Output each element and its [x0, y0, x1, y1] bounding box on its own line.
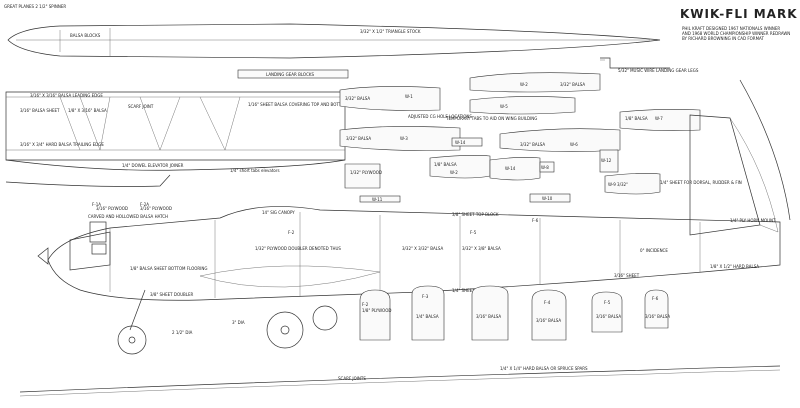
former-f3-mat: 1/4" BALSA [416, 314, 439, 319]
sheet-doubler-label: 3/8" SHEET DOUBLER [150, 292, 194, 297]
plan-title: KWIK-FLI MARK III [680, 7, 800, 21]
engine-nose [37, 221, 107, 265]
scarf-joints-label: SCARF JOINTS [338, 376, 366, 381]
sheet-covering-label: 1/16" SHEET BALSA COVERING TOP AND BOTTO… [248, 102, 348, 107]
former-f6-mat: 3/16" BALSA [596, 314, 621, 319]
rib-w10-label: W-10 [542, 196, 553, 201]
incidence-label: 0° INCIDENCE [640, 248, 668, 253]
rib-w3-label: W-3 [400, 136, 408, 141]
rib-w7-label: W-7 [655, 116, 663, 121]
rib-w9-label: W-9 3/32" [608, 182, 628, 187]
sheet-316-label: 3/16" SHEET [614, 273, 640, 278]
f5-label: F-5 [470, 230, 477, 235]
f1a-ply-label: 3/16" PLYWOOD [96, 206, 128, 211]
former-f4-label: F-4 [544, 300, 551, 305]
scarf-joint-label: SCARF JOINT [128, 104, 154, 109]
rib-w8-material: 1/8" BALSA [434, 162, 457, 167]
rib-w6-material: 3/32" BALSA [520, 142, 545, 147]
spar-label: 1/4" X 1/4" HARD BALSA OR SPRUCE SPARS [500, 366, 588, 371]
leading-edge-label: 3/16" X 3/16" BALSA LEADING EDGE [30, 93, 103, 98]
music-wire-label: 5/32" MUSIC WIRE LANDING GEAR LEGS [618, 68, 699, 73]
rib-w2-material: 3/32" BALSA [560, 82, 585, 87]
rib-w1-material: 3/32" BALSA [345, 96, 370, 101]
former-f4-mat: 3/16" BALSA [476, 314, 501, 319]
sheet-top-block-label: 3/8" SHEET TOP BLOCK [452, 212, 499, 217]
dia-3-label: 3" DIA [232, 320, 245, 325]
hard-balsa-tail-label: 1/8" X 1/2" HARD BALSA [710, 264, 759, 269]
former-f5-label: F-5 [604, 300, 611, 305]
rib-w7-material: 1/8" BALSA [625, 116, 648, 121]
sheet-14-label: 1/4" SHEET [452, 288, 475, 293]
f2a-label: F-2A [140, 202, 149, 207]
title-line-3: BY RICHARD BROWNING IN CAD FORMAT [682, 36, 764, 41]
title-line-2: AND 1968 WORLD CHAMPIONSHIP WINNER REDRA… [682, 31, 790, 36]
short-tabs-label: 1/4" short tabs elevators [230, 168, 280, 173]
balsa-sheet-316-label: 3/16" BALSA SHEET [20, 108, 60, 113]
balsa-18x316-label: 1/8" X 3/16" BALSA [68, 108, 107, 113]
canopy-label: 14" SIG CANOPY [262, 210, 295, 215]
ply-132-label: 1/32" PLYWOOD [350, 170, 382, 175]
title-line-1: PHIL KRAFT DESIGNED 1967 NATIONALS WINNE… [682, 26, 780, 31]
balsa-blocks-label: BALSA BLOCKS [70, 33, 101, 38]
rib-w12-label: W-12 [601, 158, 612, 163]
fuselage-side-view: F-1A 3/16" PLYWOOD F-2A 3/16" PLYWOOD CA… [47, 202, 781, 301]
landing-gear-blocks-label: LANDING GEAR BLOCKS [266, 72, 314, 77]
stabilizer-view: 3/16" X 3/16" BALSA LEADING EDGE 3/16" B… [5, 91, 348, 187]
f6-label: F-6 [532, 218, 539, 223]
spinner-note: GREAT PLANES 2 1/2" SPINNER [4, 4, 66, 9]
landing-gear: 2 1/2" DIA 3" DIA [117, 289, 338, 355]
title-block: KWIK-FLI MARK III PHIL KRAFT DESIGNED 19… [680, 7, 800, 41]
rib-w1-label: W-1 [405, 94, 413, 99]
former-f6b-mat: 3/16" BALSA [645, 314, 670, 319]
formers: F-2 1/8" PLYWOOD F-3 1/4" BALSA 3/16" BA… [359, 285, 670, 341]
fin-rudder: 1/4" SHEET FOR DORSAL, RUDDER & FIN 1/4"… [660, 79, 791, 236]
rib-w8-label: W-8 [541, 165, 549, 170]
former-f2-label: F-2 [362, 302, 369, 307]
dia-212-label: 2 1/2" DIA [172, 330, 193, 335]
rib-w5-label: W-5 [500, 104, 508, 109]
landing-gear-blocks: LANDING GEAR BLOCKS 5/32" MUSIC WIRE LAN… [237, 57, 699, 79]
doubler-label: 1/32" PLYWOOD DOUBLER DENOTED THUS [255, 246, 341, 251]
adjusted-note: ADJUSTED CG HOLE LOCATIONS [408, 114, 472, 119]
f2a-ply-label: 3/16" PLYWOOD [140, 206, 172, 211]
balsa-hatch-label: CARVED AND HOLLOWED BALSA HATCH [88, 214, 168, 219]
dowel-label: 1/4" DOWEL ELEVATOR JOINER [122, 163, 184, 168]
f2-label: F-2 [288, 230, 295, 235]
former-f3-label: F-3 [422, 294, 429, 299]
former-f6-label: F-6 [652, 296, 659, 301]
rib-w3-material: 3/32" BALSA [346, 136, 371, 141]
fuselage-top-view: BALSA BLOCKS 3/32" X 1/2" TRIANGLE STOCK [7, 23, 661, 59]
fin-sheet-label: 1/4" SHEET FOR DORSAL, RUDDER & FIN [660, 180, 742, 185]
trailing-edge-label: 3/16" X 3/4" HARD BALSA TRAILING EDGE [20, 142, 104, 147]
former-f2-mat: 1/8" PLYWOOD [362, 308, 391, 313]
bottom-spars: 1/4" X 1/4" HARD BALSA OR SPRUCE SPARS S… [19, 365, 781, 397]
tabs-note: TEMPORARY TABS TO AID ON WING BUILDING [445, 116, 537, 121]
wing-ribs: 3/32" BALSA W-1 3/32" BALSA W-2 W-5 3/32… [339, 72, 701, 203]
horn-mount-label: 1/4" PLY HORN MOUNT [730, 218, 776, 223]
rib-w11-label: W-11 [372, 197, 383, 202]
rib-w2b-label: W-2 [450, 170, 458, 175]
rib-w6-label: W-6 [570, 142, 578, 147]
stringer2-label: 3/32" X 3/8" BALSA [462, 246, 501, 251]
bottom-flooring-label: 1/8" BALSA SHEET BOTTOM FLOORING [130, 266, 207, 271]
stringer-label: 3/32" X 3/32" BALSA [402, 246, 444, 251]
former-f5-mat: 3/16" BALSA [536, 318, 561, 323]
triangle-stock-label: 3/32" X 1/2" TRIANGLE STOCK [360, 29, 421, 34]
rib-w14-label: W-14 [505, 166, 516, 171]
rib-w14-a-label: W-14 [455, 140, 466, 145]
f1a-label: F-1A [92, 202, 101, 207]
rib-w2-label: W-2 [520, 82, 528, 87]
